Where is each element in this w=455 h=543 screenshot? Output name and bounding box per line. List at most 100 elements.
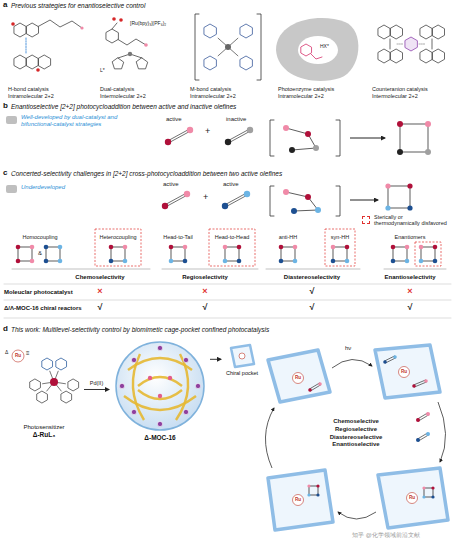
photosensitizer-figure-art-part bbox=[56, 358, 66, 370]
catalyst-structures-part bbox=[112, 17, 116, 21]
catalyst-structures-part bbox=[225, 44, 231, 50]
selectivity-scheme-part bbox=[184, 191, 190, 197]
selectivity-scheme-part bbox=[345, 245, 350, 250]
strategy-name: Counteranion catalysis bbox=[372, 86, 428, 92]
strategy-name: Dual-catalysis bbox=[100, 86, 134, 92]
photosensitizer-figure-art-part bbox=[50, 378, 58, 386]
selectivity-scheme-part bbox=[419, 245, 424, 250]
catalytic-cycle-part bbox=[311, 385, 321, 391]
reaction-scheme-part bbox=[229, 131, 251, 143]
selectivity-scheme-part bbox=[30, 245, 35, 250]
reaction-type: Intermolecular 2+2 bbox=[372, 93, 418, 99]
catalyst-structures-part bbox=[419, 44, 425, 45]
selectivity-scheme-part bbox=[385, 183, 390, 188]
legend-text: Sterically or thermodynamically disfavor… bbox=[374, 214, 450, 227]
catalyst-structures-part bbox=[144, 43, 148, 47]
selectivity-scheme-part bbox=[44, 259, 49, 264]
catalyst-structures-part bbox=[240, 24, 252, 38]
catalytic-cycle-part bbox=[419, 415, 429, 421]
catalytic-cycle-part bbox=[385, 356, 395, 361]
panel-heading: Enantioselective [2+2] photocycloadditio… bbox=[11, 103, 451, 110]
selectivity-scheme-part bbox=[44, 245, 49, 250]
selectivity-scheme-part bbox=[224, 193, 246, 205]
selectivity-scheme-part bbox=[58, 245, 63, 250]
selectivity-scheme-part bbox=[415, 242, 441, 266]
selectivity-scheme-part bbox=[305, 194, 311, 200]
catalyst-structures-part bbox=[390, 49, 402, 63]
legend-swatch bbox=[6, 116, 17, 124]
legend-text: Well-developed by dual-catalyst and bifu… bbox=[21, 114, 131, 128]
catalyst-structures-part bbox=[195, 14, 199, 80]
catalytic-cycle-part bbox=[414, 380, 426, 385]
catalytic-cycle-part bbox=[438, 402, 446, 462]
reaction-scheme-part bbox=[350, 138, 385, 139]
reaction-scheme-part bbox=[313, 145, 319, 151]
selectivity-scheme-part bbox=[18, 247, 32, 261]
selectivity-scheme-part bbox=[4, 284, 451, 285]
cage-figure-art-part bbox=[157, 345, 162, 350]
catalytic-cycle-part bbox=[308, 388, 312, 392]
catalytic-cycle-part bbox=[412, 384, 416, 388]
selectivity-scheme-part bbox=[222, 203, 228, 209]
reaction-scheme-part bbox=[165, 139, 171, 145]
equivalence-sign: ≡ bbox=[26, 350, 30, 357]
reaction-scheme-part bbox=[397, 121, 403, 127]
reaction-scheme-part bbox=[425, 121, 431, 127]
reaction-scheme-part bbox=[227, 129, 249, 141]
catalyst-structures-part bbox=[298, 36, 338, 64]
check-mark: √ bbox=[403, 302, 417, 312]
reaction-scheme-part bbox=[397, 149, 403, 155]
cage-figure-art-part bbox=[131, 357, 136, 362]
catalyst-structures-part bbox=[378, 25, 390, 39]
catalyst-structures-part bbox=[106, 29, 118, 43]
connector-arrow bbox=[210, 359, 221, 360]
reaction-type: Intramolecular 2+2 bbox=[278, 93, 324, 99]
pocket-figure-art bbox=[222, 342, 262, 370]
catalyst-structures-part bbox=[119, 18, 123, 22]
selectivity-type: Chemoselectivity bbox=[60, 274, 140, 281]
panel-letter: c bbox=[3, 168, 7, 177]
dashed-box-symbol bbox=[362, 216, 370, 224]
catalyst-structures bbox=[11, 14, 444, 81]
selectivity-scheme-part bbox=[109, 245, 114, 250]
cage-figure-art-part bbox=[138, 390, 182, 399]
photosensitizer-figure-art-part bbox=[37, 391, 47, 403]
selectivity-scheme-part bbox=[123, 245, 128, 250]
catalyst-structures-part bbox=[311, 54, 322, 59]
photosensitizer-figure-art-part bbox=[68, 379, 78, 391]
catalytic-cycle-part bbox=[422, 495, 425, 498]
strategy-name: Photoenzyme catalysis bbox=[278, 86, 334, 92]
node-text: Chiral pocket bbox=[226, 370, 258, 377]
check-mark: √ bbox=[198, 302, 212, 312]
selectivity-scheme-part bbox=[421, 247, 435, 261]
selectivity-scheme bbox=[4, 183, 451, 318]
selectivity-scheme-part bbox=[12, 269, 150, 270]
cage-figure-art-part bbox=[131, 409, 136, 414]
node-text: Δ-MOC-16 bbox=[144, 434, 175, 442]
reaction-scheme-part bbox=[167, 129, 189, 141]
selectivity-scheme-part bbox=[111, 247, 125, 261]
selectivity-scheme-part bbox=[405, 259, 410, 264]
selectivity-scheme-part bbox=[315, 207, 321, 213]
selectivity-scheme-part bbox=[237, 259, 242, 264]
cage-figure-art-part bbox=[116, 342, 204, 430]
selectivity-scheme-part bbox=[333, 247, 347, 261]
selectivity-scheme-part bbox=[109, 259, 114, 264]
cage-figure-art-part bbox=[119, 383, 124, 388]
selectivity-scheme-part bbox=[266, 269, 360, 270]
selectivity-scheme-part bbox=[331, 245, 336, 250]
selectivity-scheme-part bbox=[166, 195, 188, 207]
catalytic-cycle-part bbox=[316, 484, 319, 487]
olefin-label: active bbox=[163, 181, 179, 188]
catalyst-structures-part bbox=[128, 52, 132, 56]
catalyst-structures-part bbox=[276, 18, 358, 81]
photosensitizer-figure-art-part bbox=[42, 358, 52, 370]
selectivity-scheme-part bbox=[391, 245, 396, 250]
catalyst-structures-part bbox=[257, 14, 261, 80]
cross-mark: × bbox=[403, 286, 417, 296]
cage-figure-art-part bbox=[195, 383, 200, 388]
strategy-name: M-bond catalysis bbox=[190, 86, 231, 92]
selectivity-scheme-part bbox=[244, 191, 250, 197]
catalytic-cycle-part bbox=[268, 350, 330, 402]
